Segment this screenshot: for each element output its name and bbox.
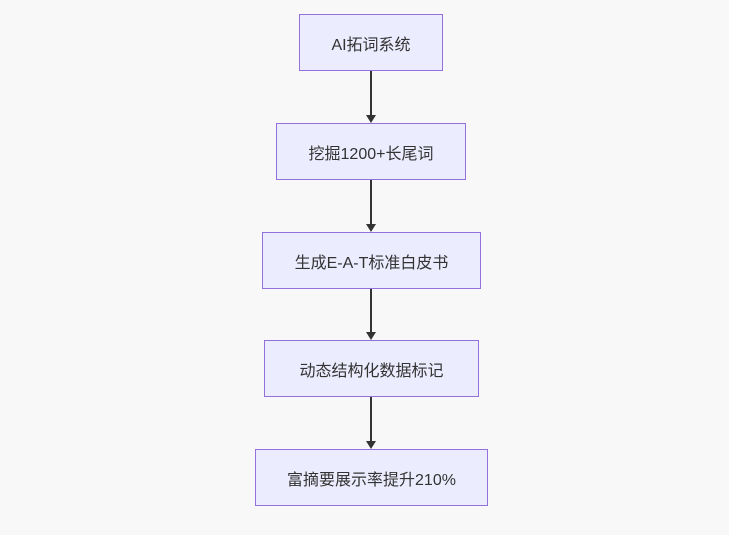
edge-line	[370, 180, 372, 225]
flow-node-label: 生成E-A-T标准白皮书	[294, 254, 449, 272]
flow-node-rich-snippet-rate: 富摘要展示率提升210%	[255, 449, 488, 506]
flow-edge-4	[366, 397, 376, 449]
flow-node-label: 挖掘1200+长尾词	[308, 145, 434, 163]
edge-line	[370, 397, 372, 442]
arrowhead-down-icon	[366, 332, 376, 340]
flow-node-eat-whitepaper: 生成E-A-T标准白皮书	[262, 232, 481, 289]
edge-line	[370, 289, 372, 333]
flow-edge-2	[366, 180, 376, 232]
flow-edge-1	[366, 71, 376, 123]
flow-node-label: AI拓词系统	[331, 36, 411, 54]
flow-node-structured-data-markup: 动态结构化数据标记	[264, 340, 479, 397]
flow-node-longtail-mining: 挖掘1200+长尾词	[276, 123, 466, 180]
flow-node-label: 动态结构化数据标记	[299, 362, 444, 380]
edge-line	[370, 71, 372, 116]
flow-node-ai-keyword-system: AI拓词系统	[299, 14, 443, 71]
arrowhead-down-icon	[366, 115, 376, 123]
flow-edge-3	[366, 289, 376, 340]
arrowhead-down-icon	[366, 224, 376, 232]
arrowhead-down-icon	[366, 441, 376, 449]
flow-node-label: 富摘要展示率提升210%	[287, 471, 456, 489]
